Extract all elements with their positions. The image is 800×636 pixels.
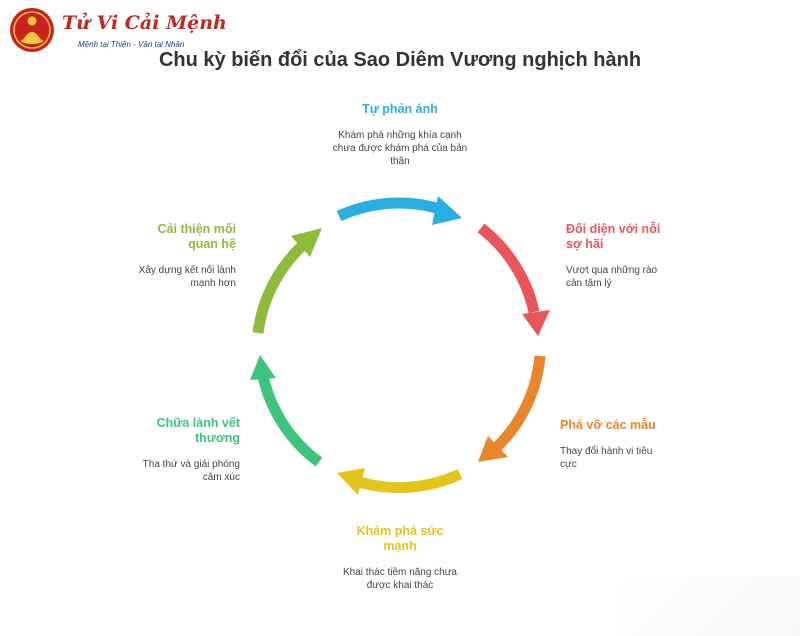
diagram-title: Chu kỳ biến đổi của Sao Diêm Vương nghịc… — [158, 49, 642, 71]
step-break-patterns: Phá vỡ các mẫu Thay đổi hành vi tiêu cực — [560, 418, 670, 471]
cycle-arrow-strength — [357, 468, 463, 494]
cycle-arrowhead-patterns — [478, 436, 508, 462]
cycle-arrow-relationships — [252, 240, 307, 334]
step-description: Tha thứ và giải phóng cảm xúc — [142, 459, 240, 483]
step-description: Vượt qua những rào cản tâm lý — [566, 265, 658, 289]
corner-decoration — [620, 576, 800, 636]
step-description: Khai thác tiềm năng chưa được khai thác — [343, 567, 457, 591]
step-improve-relationships: Cải thiện mối quan hệ Xây dựng kết nối l… — [128, 222, 236, 290]
step-title: Đối diện với nỗi sợ hãi — [566, 222, 661, 251]
step-title: Cải thiện mối quan hệ — [157, 222, 236, 251]
step-description: Thay đổi hành vi tiêu cực — [560, 446, 653, 470]
cycle-arrow-patterns — [493, 355, 546, 451]
cycle-arrowhead-reflection — [432, 196, 462, 225]
brand-name: Tử Vi Cải Mệnh — [62, 12, 227, 34]
brand-tagline: Mệnh tại Thiên - Vận tại Nhân — [78, 40, 185, 49]
cycle-arrow-reflection — [336, 197, 442, 222]
step-title: Chữa lành vết thương — [156, 416, 240, 445]
step-description: Khám phá những khía cạnh chưa được khám … — [332, 130, 468, 167]
step-title: Phá vỡ các mẫu — [560, 418, 656, 432]
cycle-arrowhead-fear — [522, 310, 550, 336]
step-self-reflection: Tự phản ánh Khám phá những khía cạnh chư… — [330, 102, 470, 168]
site-logo[interactable]: Tử Vi Cải Mệnh Mệnh tại Thiên - Vận tại … — [8, 6, 227, 56]
step-description: Xây dựng kết nối lành mạnh hơn — [138, 265, 236, 289]
buddha-logo-icon — [10, 8, 54, 52]
cycle-arrow-healing — [257, 374, 323, 467]
step-title: Tự phản ánh — [362, 102, 438, 116]
cycle-arrowhead-strength — [337, 468, 365, 495]
cycle-arrowhead-healing — [250, 355, 276, 380]
step-heal-wounds: Chữa lành vết thương Tha thứ và giải phó… — [130, 416, 240, 484]
step-face-fear: Đối diện với nỗi sợ hãi Vượt qua những r… — [566, 222, 674, 290]
cycle-arrowhead-relationships — [291, 228, 322, 257]
step-title: Khám phá sức mạnh — [356, 524, 444, 553]
cycle-arrow-fear — [477, 223, 540, 314]
step-discover-strength: Khám phá sức mạnh Khai thác tiềm năng ch… — [340, 524, 460, 592]
